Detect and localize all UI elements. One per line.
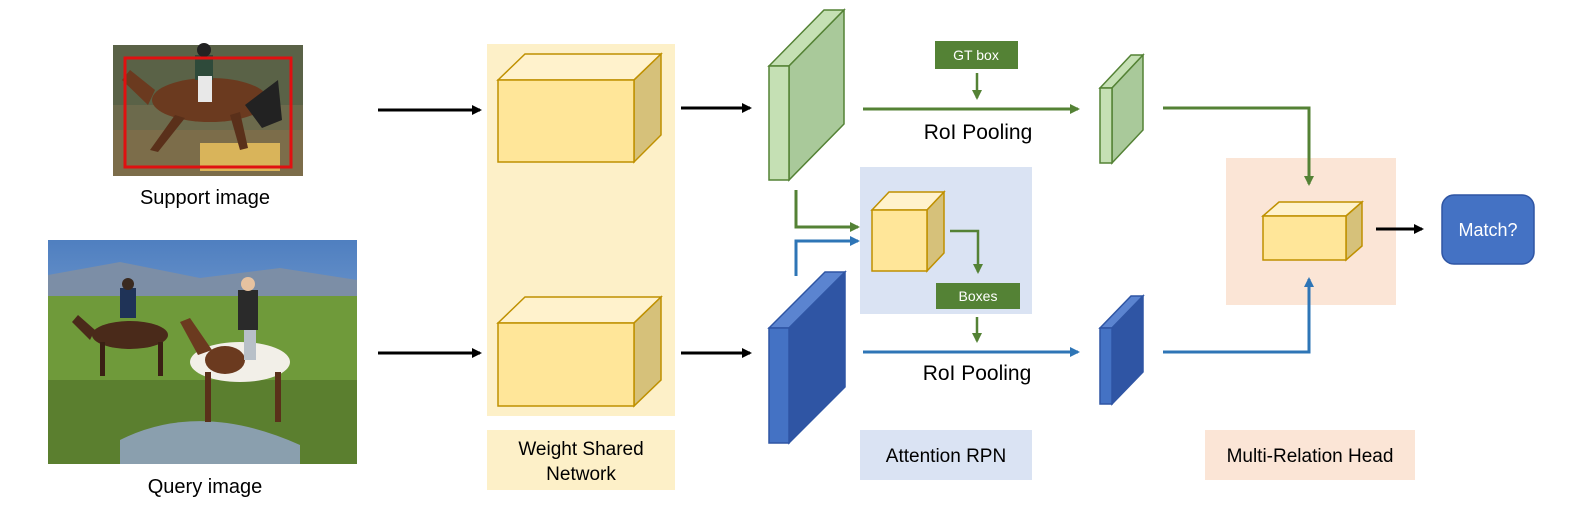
gt-box-label-box bbox=[935, 41, 1018, 69]
attention-to-boxes-arrow bbox=[950, 229, 983, 274]
support-feature-to-attention-arrow bbox=[794, 190, 860, 232]
boxes-label-box bbox=[936, 283, 1020, 309]
query-feature-to-attention-arrow bbox=[794, 236, 860, 276]
support-pooled-to-head-arrow bbox=[1163, 106, 1314, 186]
multi-relation-head-label: Multi-Relation Head bbox=[1227, 446, 1394, 467]
attention-rpn-cube bbox=[870, 190, 946, 273]
weight-shared-network-label-line1: Weight Shared bbox=[518, 439, 643, 460]
multi-relation-head-label-box bbox=[1205, 430, 1415, 480]
gt-bounding-box bbox=[123, 56, 293, 169]
support-image bbox=[113, 43, 303, 176]
weight-shared-network-label-line2: Network bbox=[546, 464, 616, 485]
roi-pooling-bottom-label: RoI Pooling bbox=[923, 362, 1032, 385]
match-label: Match? bbox=[1458, 220, 1517, 240]
attention-rpn-label-box bbox=[860, 430, 1032, 480]
gt-box-label: GT box bbox=[953, 47, 999, 63]
query-pooled-to-head-arrow bbox=[1163, 277, 1314, 354]
query-pooled-feature bbox=[1098, 294, 1145, 406]
boxes-label: Boxes bbox=[959, 288, 998, 304]
multi-relation-head-cube bbox=[1261, 200, 1364, 262]
attention-rpn-label: Attention RPN bbox=[886, 446, 1006, 467]
weight-shared-network-label-box bbox=[487, 430, 675, 490]
support-feature-map bbox=[767, 8, 846, 182]
query-feature-map bbox=[767, 270, 847, 445]
query-image-caption: Query image bbox=[148, 476, 263, 498]
query-backbone-cube bbox=[496, 295, 663, 408]
match-output-box bbox=[1441, 194, 1535, 265]
support-image-caption: Support image bbox=[140, 187, 270, 209]
query-image bbox=[48, 240, 357, 464]
support-backbone-cube bbox=[496, 52, 663, 164]
support-pooled-feature bbox=[1098, 53, 1145, 165]
roi-pooling-top-label: RoI Pooling bbox=[924, 121, 1033, 144]
